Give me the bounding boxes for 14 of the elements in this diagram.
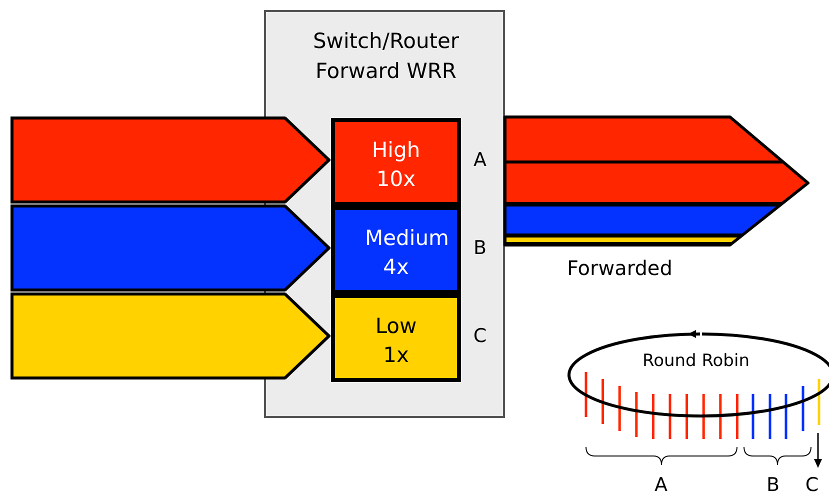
- bracket-label: B: [765, 473, 781, 498]
- queue-label: Medium 4x: [364, 225, 450, 282]
- queue-box: [331, 118, 461, 206]
- queue-label: Low 1x: [374, 313, 418, 370]
- queue-letter: C: [472, 324, 488, 349]
- panel-title: Switch/Router Forward WRR: [312, 28, 460, 86]
- arrow: [504, 116, 810, 246]
- ellipse-label: Round Robin: [642, 350, 750, 372]
- queue-letter: A: [472, 148, 488, 173]
- queue-label: High 10x: [370, 137, 422, 194]
- bracket-label: A: [654, 473, 668, 498]
- queue-box: [331, 294, 461, 382]
- queue-letter: B: [472, 236, 488, 261]
- bracket-label: C: [804, 473, 820, 498]
